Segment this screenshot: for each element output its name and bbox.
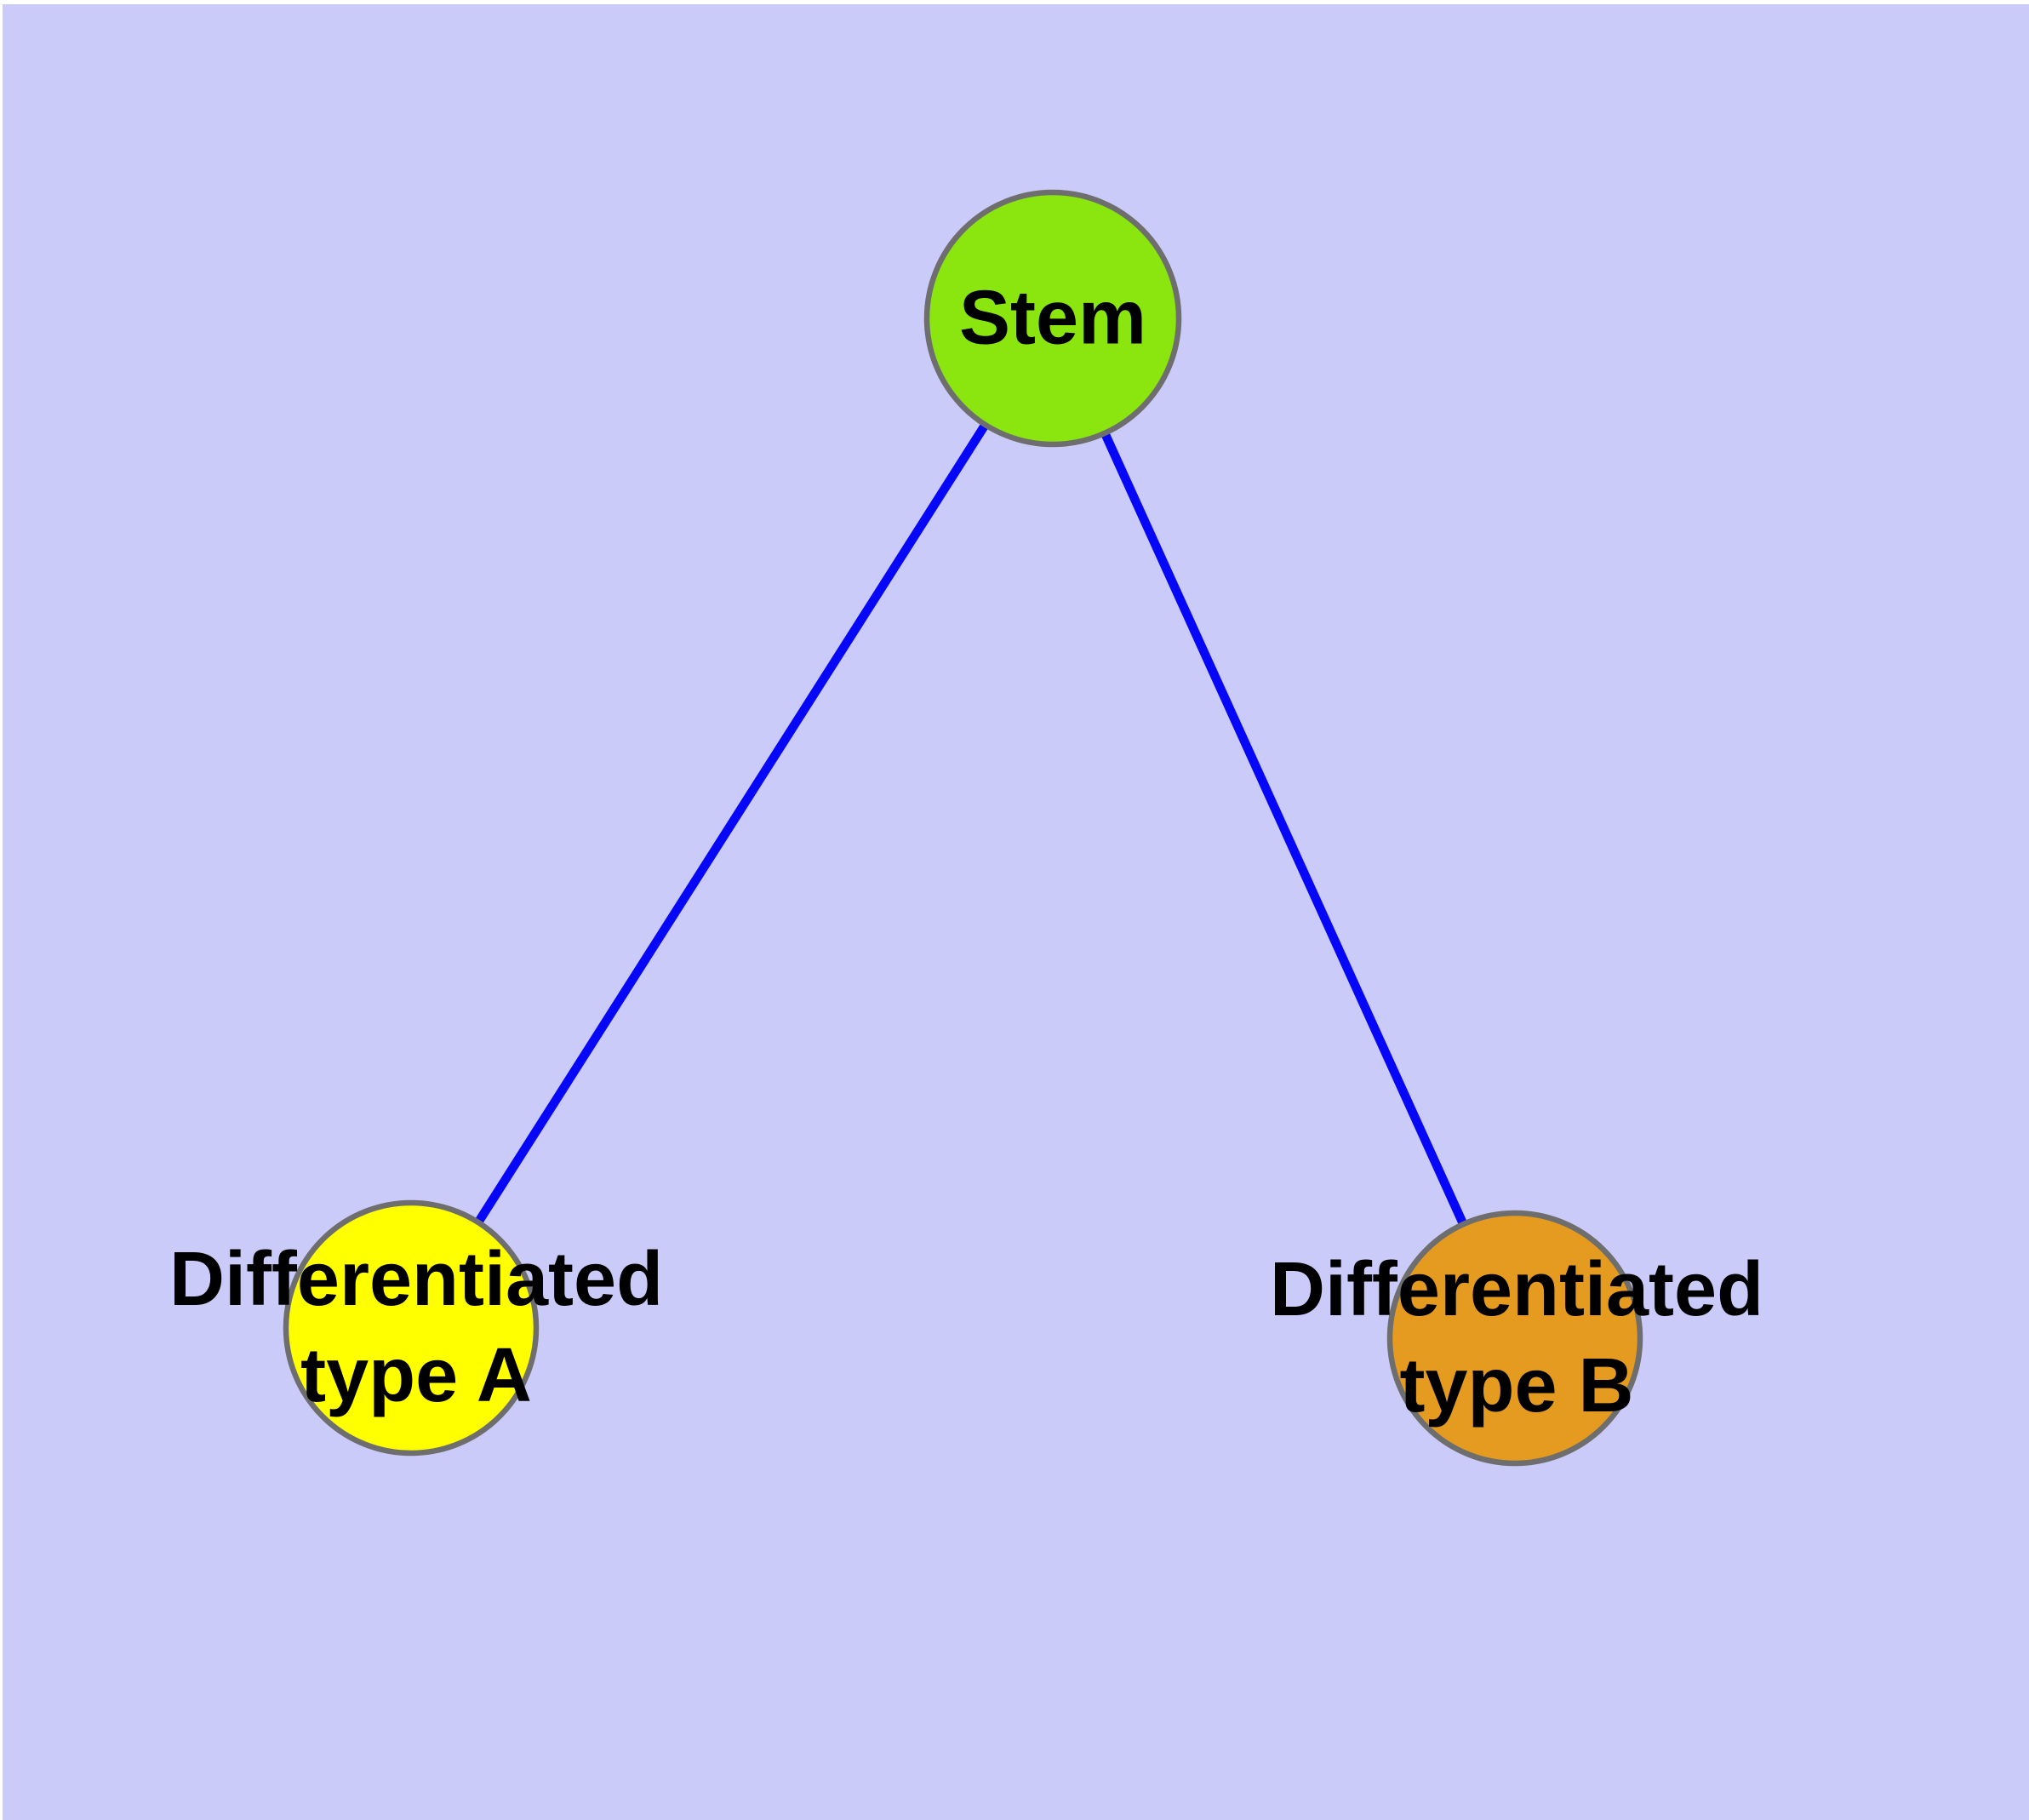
node-type-a-label-line1: Differentiated	[169, 1237, 664, 1322]
node-type-b-label-line2: type B	[1399, 1343, 1634, 1428]
node-type-b-circle	[1386, 1210, 1643, 1467]
node-type-b-label: Differentiated type B	[1270, 1242, 1763, 1434]
edge-stem-to-type-b	[1049, 316, 1519, 1341]
node-stem-circle	[923, 189, 1182, 448]
node-stem-label: Stem	[958, 275, 1147, 361]
node-type-a-label-line2: type A	[300, 1333, 532, 1418]
node-type-a-label: Differentiated type A	[169, 1232, 663, 1424]
edge-stem-to-type-a	[407, 316, 1057, 1331]
node-type-a-circle	[283, 1199, 540, 1457]
node-type-b-label-line1: Differentiated	[1269, 1247, 1764, 1332]
